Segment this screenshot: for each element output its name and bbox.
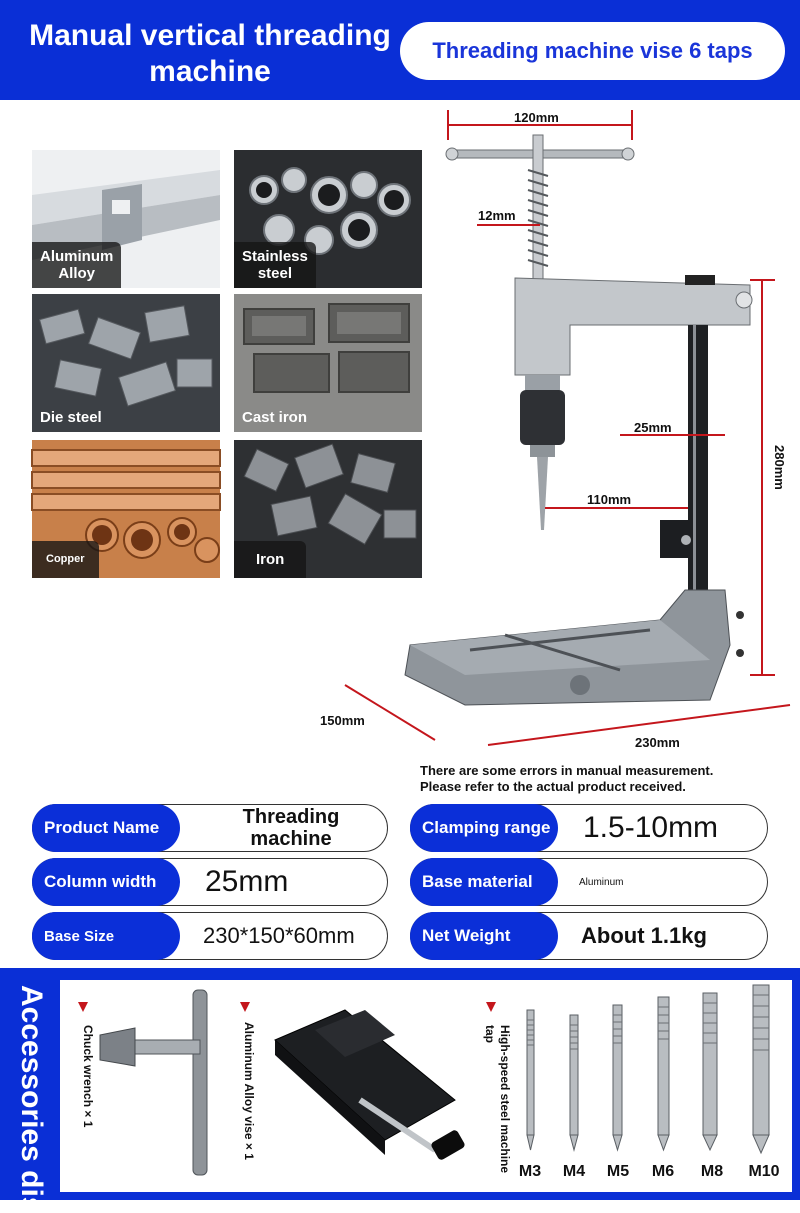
page-title: Manual vertical threading machine [29, 19, 391, 88]
spec-value: 230*150*60mm [203, 923, 355, 948]
material-copper: Copper [31, 440, 221, 578]
tap-size-m6: M6 [651, 1163, 675, 1180]
spec-value: 25mm [205, 865, 289, 898]
iron-image [234, 440, 422, 578]
spec-value: 1.5-10mm [583, 811, 719, 844]
dim-base-length: 230mm [635, 735, 680, 750]
aluminum-vise-image [274, 1009, 465, 1160]
spec-value: Threading machine [242, 806, 340, 850]
machine-diagram: 120mm 12mm 25mm 110mm 280mm 150mm 230mm [320, 100, 800, 760]
tap-size-m10: M10 [748, 1163, 780, 1180]
header-banner: Manual vertical threading machine Thread… [0, 0, 800, 100]
spec-value: Aluminum [579, 876, 624, 888]
material-label: Iron [234, 541, 307, 578]
spec-label: Product Name [32, 804, 180, 852]
spec-label: Net Weight [410, 912, 558, 960]
spec-base-size: Base Size 230*150*60mm [32, 912, 388, 960]
accessory-chuck-wrench-label: Chuck wrench × 1 [81, 1025, 95, 1128]
spec-column-width: Column width 25mm [32, 858, 388, 906]
header-pill: Threading machine vise 6 taps [400, 22, 785, 80]
steel-tubes-image [234, 150, 422, 288]
material-cast-iron: Cast iron [234, 294, 422, 432]
tap-size-m4: M4 [562, 1163, 586, 1180]
triangle-marker-icon [240, 1002, 250, 1012]
taps-image [526, 984, 770, 1155]
spec-base-material: Base material Aluminum [410, 858, 768, 906]
chuck-wrench-image [99, 989, 208, 1176]
material-iron: Iron [234, 440, 422, 578]
material-label: Copper [32, 541, 99, 578]
die-steel-image [32, 294, 220, 432]
material-aluminum-alloy: Aluminum Alloy [32, 150, 220, 288]
spec-net-weight: Net Weight About 1.1kg [410, 912, 768, 960]
dim-column: 25mm [634, 420, 672, 435]
cast-iron-image [234, 294, 422, 432]
spec-label: Column width [32, 858, 180, 906]
tap-size-m8: M8 [700, 1163, 724, 1180]
accessory-vise-label: Aluminum Alloy vise × 1 [242, 1022, 256, 1160]
material-label: Cast iron [242, 409, 308, 426]
dim-reach: 110mm [587, 492, 631, 507]
material-die-steel: Die steel [32, 294, 220, 432]
material-label: Stainless steel [234, 242, 316, 288]
spec-product-name: Product Name Threading machine [32, 804, 388, 852]
measurement-note: There are some errors in manual measurem… [420, 763, 714, 794]
spec-clamping-range: Clamping range 1.5-10mm [410, 804, 768, 852]
material-label: Aluminum Alloy [32, 242, 122, 288]
dim-shaft: 12mm [478, 208, 516, 223]
triangle-marker-icon [486, 1002, 496, 1012]
dim-height: 280mm [772, 445, 787, 490]
spec-label: Clamping range [410, 804, 558, 852]
spec-label: Base Size [32, 912, 180, 960]
threading-machine-illustration: 120mm 12mm 25mm 110mm 280mm 150mm 230mm [320, 110, 791, 750]
triangle-marker-icon [78, 1002, 88, 1012]
accessory-taps-label-2: tap [483, 1025, 497, 1043]
material-stainless-steel: Stainless steel [234, 150, 422, 288]
tap-size-m5: M5 [606, 1163, 630, 1180]
tap-size-m3: M3 [518, 1163, 542, 1180]
spec-value: About 1.1kg [581, 923, 707, 948]
dim-base-depth: 150mm [320, 713, 365, 728]
accessories-title: Accessories dis [15, 985, 48, 1213]
spec-label: Base material [410, 858, 558, 906]
dim-handle-width: 120mm [514, 110, 559, 125]
material-label: Die steel [40, 409, 102, 426]
